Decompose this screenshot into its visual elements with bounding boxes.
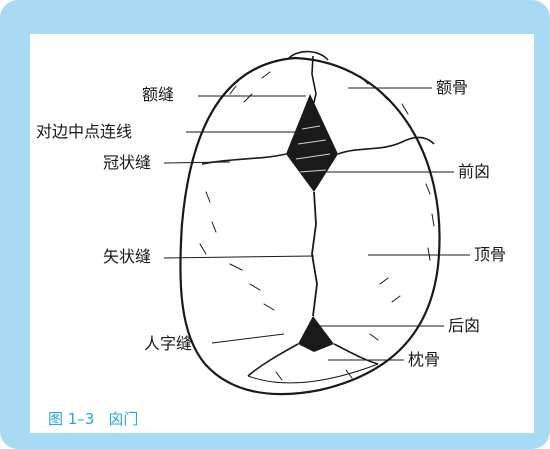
label-lambdoid-suture: 人字缝: [144, 334, 193, 353]
label-midpoint-line: 对边中点连线: [36, 122, 133, 141]
label-anterior-fontanelle: 前囟: [458, 162, 491, 181]
caption-number: 图 1–3: [48, 410, 95, 428]
label-metopic-suture: 额缝: [142, 85, 175, 104]
occipital-curve: [247, 363, 379, 384]
figure-panel: 额缝 额骨 对边中点连线 冠状缝 前囟 矢状缝 顶骨 后囟 人字缝 枕骨 图 1…: [30, 34, 534, 433]
label-parietal-bone: 顶骨: [474, 245, 507, 264]
leader-lines: [163, 87, 470, 361]
frontal-notch: [287, 50, 329, 61]
caption-title: 囟门: [108, 410, 139, 428]
label-coronal-suture: 冠状缝: [103, 153, 152, 172]
sagittal-suture-line: [311, 191, 318, 317]
anterior-fontanelle: [286, 94, 338, 192]
lambdoid-suture-line: [247, 343, 379, 377]
figure-caption: 图 1–3 囟门: [48, 408, 152, 429]
skull-outline: [179, 56, 441, 396]
posterior-fontanelle: [298, 316, 334, 352]
bone-texture: [199, 71, 435, 381]
skull-illustration: [163, 50, 470, 396]
label-occipital-bone: 枕骨: [408, 350, 441, 369]
label-sagittal-suture: 矢状缝: [103, 247, 152, 266]
label-frontal-bone: 额骨: [436, 78, 469, 97]
label-posterior-fontanelle: 后囟: [448, 316, 481, 335]
